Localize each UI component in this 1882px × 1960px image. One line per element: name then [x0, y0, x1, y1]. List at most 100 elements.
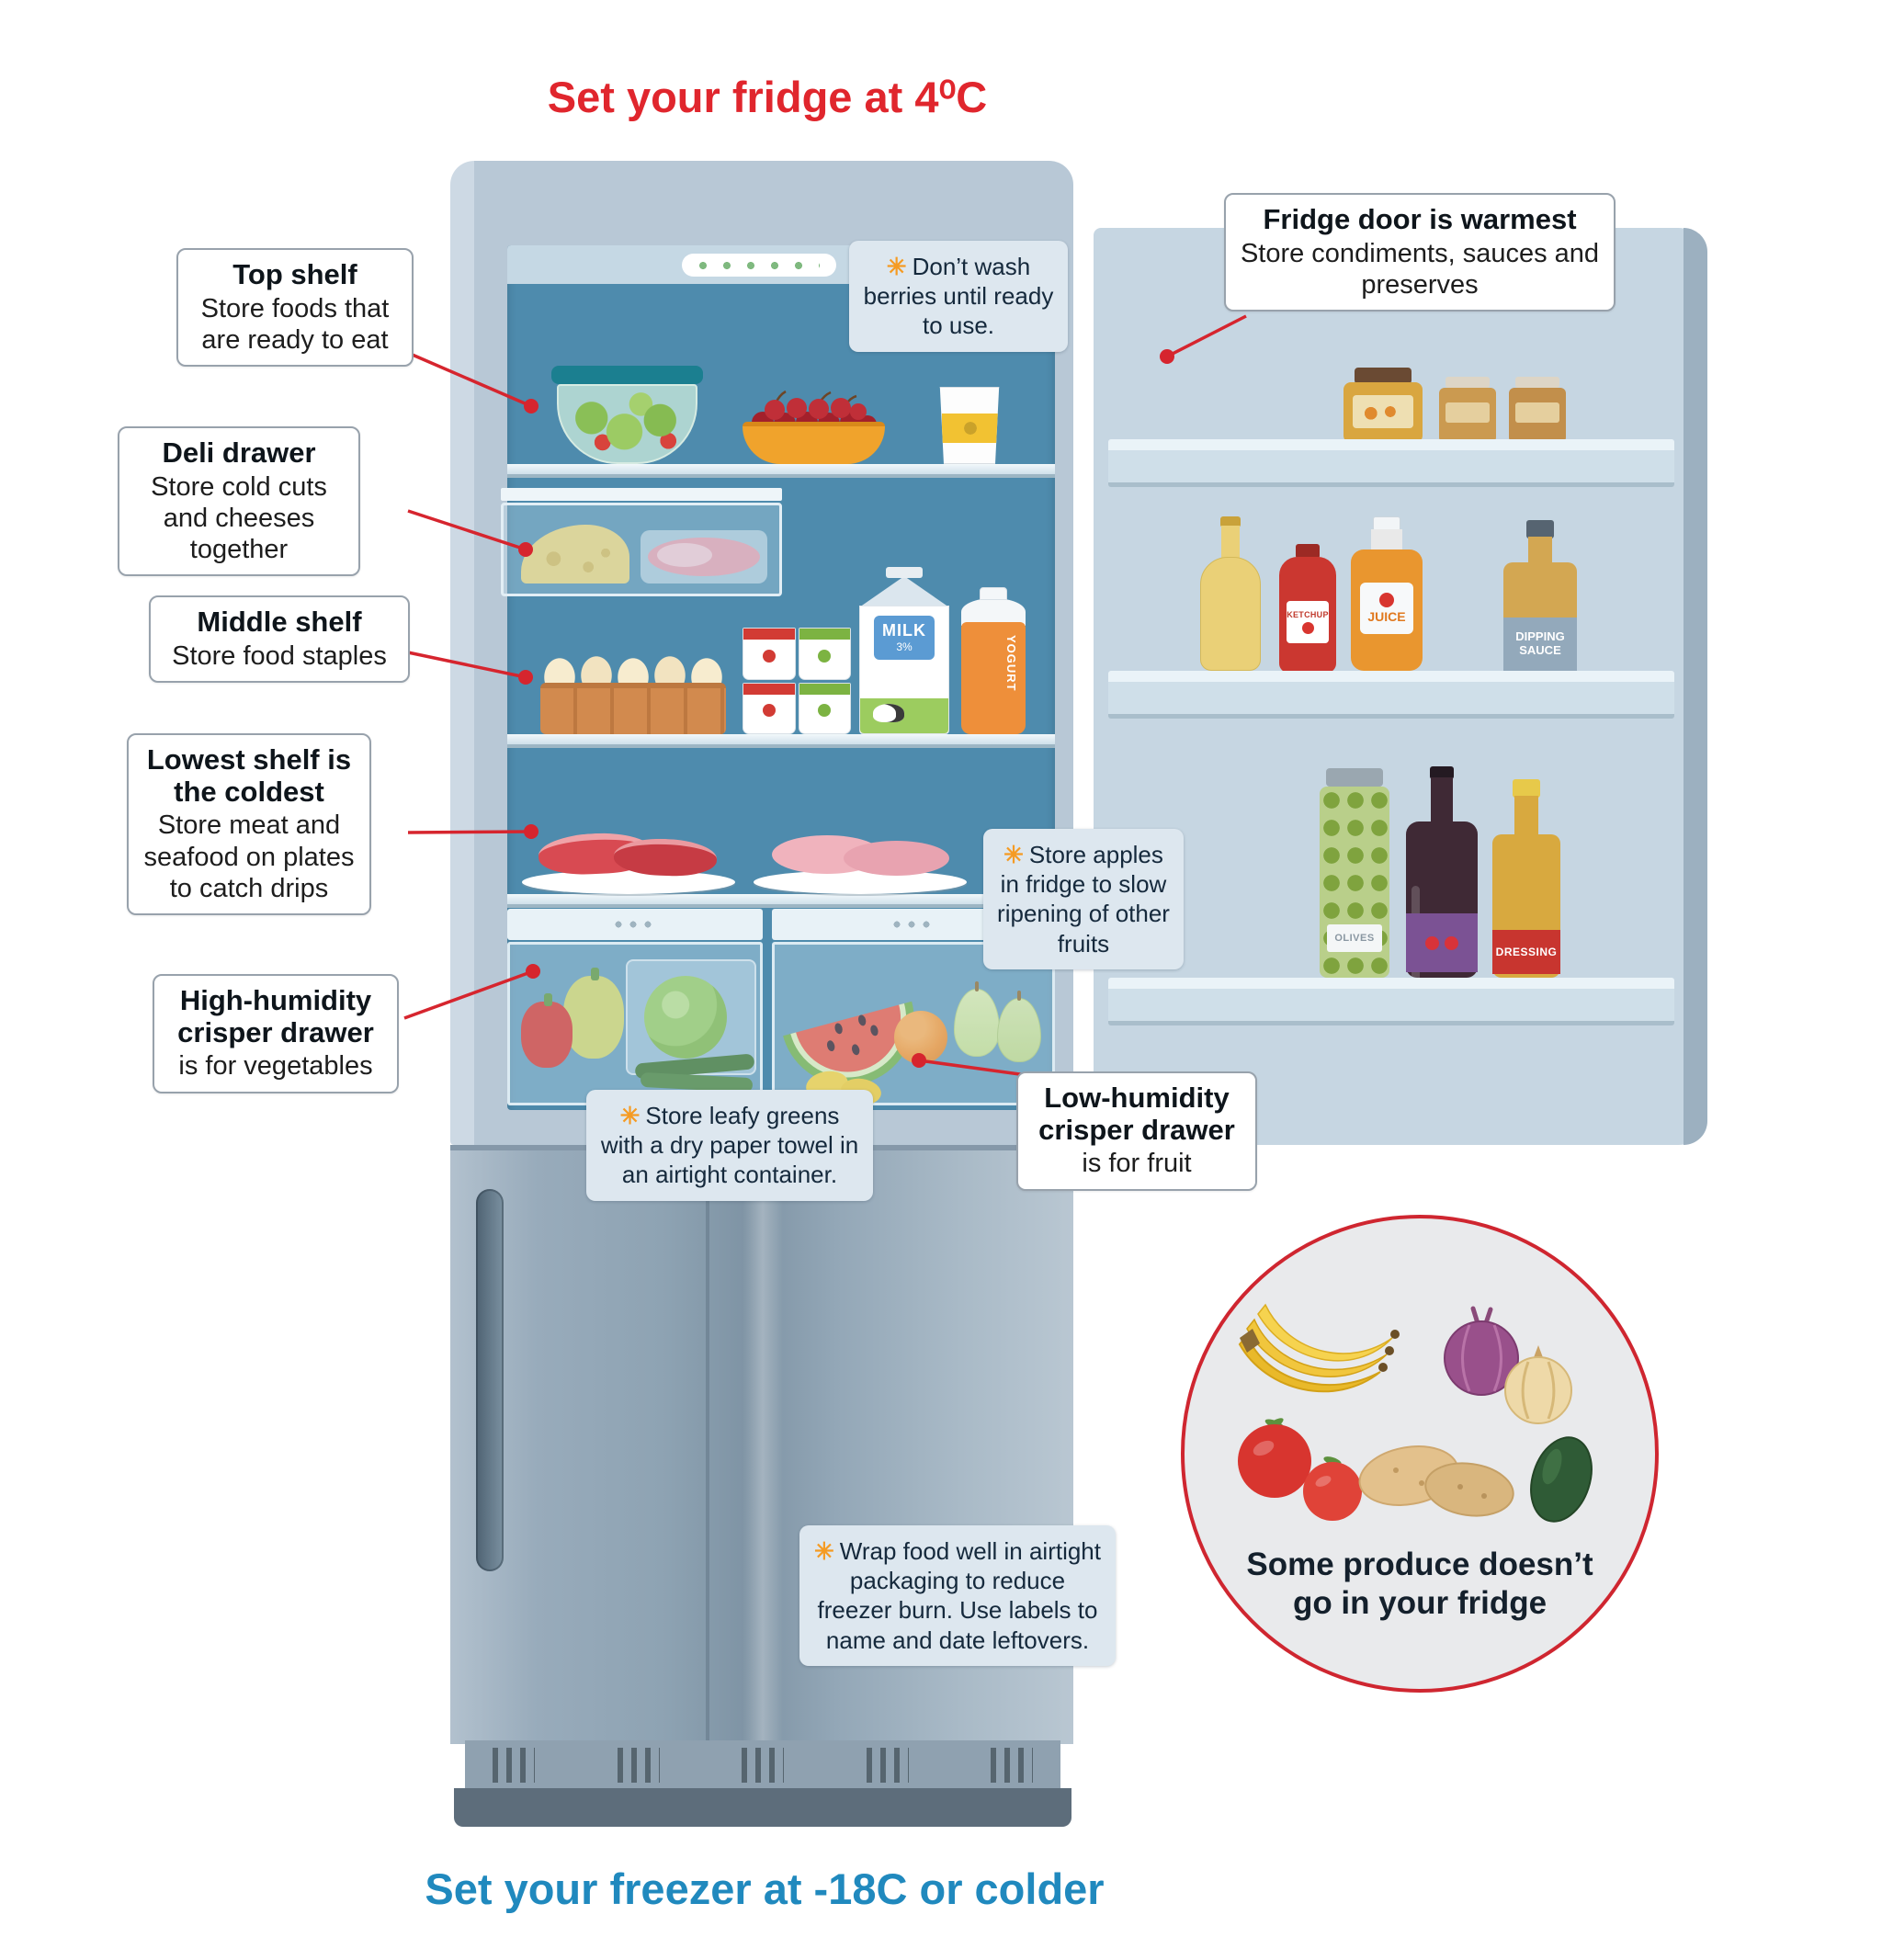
cherry-soda-bottle [1406, 766, 1478, 1024]
bottle-cap [1513, 779, 1540, 798]
ketchup-label-text: KETCHUP [1287, 610, 1329, 619]
potatoes-icon [1358, 1445, 1514, 1517]
bell-pepper-red [521, 993, 573, 1068]
yogurt-drink-cap [980, 587, 1007, 600]
bottle-body: KETCHUP [1279, 557, 1336, 673]
dipping-sauce-label: DIPPING SAUCE [1503, 617, 1577, 671]
cherry-icon [1445, 935, 1458, 950]
fridge-interior: MILK 3% YOGURT [501, 245, 1055, 1110]
tip-text: Store leafy greens with a dry paper towe… [600, 1102, 859, 1189]
freezer-title: Set your freezer at -18C or colder [425, 1864, 1105, 1913]
freezer-handle [476, 1189, 504, 1571]
cheese-wedge [521, 525, 629, 583]
crisper-drawer-vegetables [507, 909, 763, 1107]
yogurt-drink-body: YOGURT [961, 622, 1026, 734]
callout-body: Store condiments, sauces and preserves [1240, 238, 1600, 300]
jar-body: OLIVES [1320, 787, 1389, 978]
callout-body: is for vegetables [178, 1051, 373, 1082]
callout-body: Store food staples [172, 640, 387, 671]
indicator-dots [698, 260, 820, 270]
yogurt-lid [799, 629, 850, 640]
pear [997, 991, 1041, 1062]
bottle-neck [1514, 796, 1538, 836]
callout-body: is for fruit [1082, 1149, 1192, 1179]
strawberry-icon [762, 649, 776, 663]
jar-label [1515, 402, 1559, 423]
bottle-cap [1430, 766, 1454, 779]
salad-bowl-body [557, 384, 697, 464]
yogurt-multipacks [743, 628, 851, 734]
olives-jar: OLIVES [1320, 768, 1389, 978]
grille-slats [493, 1748, 535, 1783]
tip-freezer-wrap: ✳Wrap food well in airtight packaging to… [799, 1525, 1116, 1666]
freezer-grille [465, 1740, 1060, 1790]
cherry-label [1406, 913, 1478, 972]
yogurt-cup-strawberry [743, 628, 796, 680]
apple-icon [818, 704, 832, 718]
bottle-body [1406, 821, 1478, 1024]
egg-carton-crate [540, 683, 726, 734]
dipping-sauce-bottle: DIPPING SAUCE [1503, 520, 1577, 671]
milk-label: MILK 3% [874, 616, 935, 660]
condiment-jar [1509, 377, 1566, 443]
handle-dots [893, 921, 934, 928]
juice-bottle: JUICE [1351, 516, 1423, 671]
milk-grass-band [860, 698, 948, 733]
cow-icon [873, 704, 904, 722]
bottle-neck [1431, 777, 1453, 825]
jar-lid [1446, 377, 1490, 388]
tip-berries: ✳Don’t wash berries until ready to use. [849, 241, 1068, 352]
red-onion-icon [1444, 1306, 1519, 1396]
ketchup-label: KETCHUP [1287, 601, 1329, 643]
callout-title: High-humidity crisper drawer [177, 984, 374, 1048]
bottle-cap [1220, 516, 1241, 527]
tip-text: Don’t wash berries until ready to use. [863, 253, 1054, 340]
bottle-body: DIPPING SAUCE [1503, 562, 1577, 671]
callout-title: Low-humidity crisper drawer [1038, 1082, 1235, 1146]
yogurt-cup-strawberry [743, 682, 796, 734]
yogurt-drink-shoulder [961, 598, 1026, 626]
produce-illustration [1238, 1303, 1593, 1523]
yogurt-cup-apple [798, 682, 851, 734]
milk-label-text: MILK [882, 621, 926, 640]
callout-fridge-door: Fridge door is warmest Store condiments,… [1224, 193, 1616, 312]
olives-label: OLIVES [1327, 924, 1382, 952]
jar-body [1439, 388, 1496, 443]
yogurt-lid [743, 629, 795, 640]
plate [522, 870, 735, 894]
yogurt-cup [939, 387, 1000, 464]
oil-bottle [1200, 516, 1261, 671]
tomatoes-icon [1238, 1418, 1362, 1521]
jam-jar-label [1353, 395, 1413, 428]
condiment-jar [1439, 377, 1496, 443]
door-edge [1684, 228, 1707, 1145]
salad-bowl-lid [551, 366, 703, 384]
callout-body: Store meat and seafood on plates to catc… [143, 810, 355, 903]
milk-carton-gable [859, 576, 949, 607]
yogurt-lid [743, 683, 795, 695]
jam-jar-body [1343, 382, 1423, 443]
deli-drawer [501, 488, 782, 598]
tip-star-icon: ✳ [886, 253, 907, 280]
callout-lowest-shelf: Lowest shelf is the coldest Store meat a… [127, 733, 371, 916]
cherry-bowl [743, 387, 885, 464]
bottle-cap [1526, 520, 1554, 538]
door-bin-top [1108, 439, 1674, 487]
yellow-onion-icon [1504, 1345, 1572, 1424]
dressing-label: DRESSING [1492, 930, 1560, 974]
jar-lid [1515, 377, 1559, 388]
callout-title: Lowest shelf is the coldest [146, 743, 352, 808]
produce-bag [626, 959, 756, 1075]
orange [894, 1011, 947, 1064]
pear [954, 981, 1000, 1057]
yogurt-drink-bottle: YOGURT [961, 587, 1026, 734]
bottle-neck [1528, 537, 1552, 564]
bell-pepper-yellow [563, 968, 624, 1059]
strawberry-icon [762, 704, 776, 718]
tip-star-icon: ✳ [813, 1537, 834, 1565]
callout-title: Middle shelf [197, 606, 362, 638]
yogurt-cup-label [942, 414, 999, 443]
watermelon-slice [783, 1001, 914, 1086]
yogurt-drink-label: YOGURT [1004, 635, 1018, 692]
tip-leafy-greens: ✳Store leafy greens with a dry paper tow… [586, 1090, 873, 1201]
